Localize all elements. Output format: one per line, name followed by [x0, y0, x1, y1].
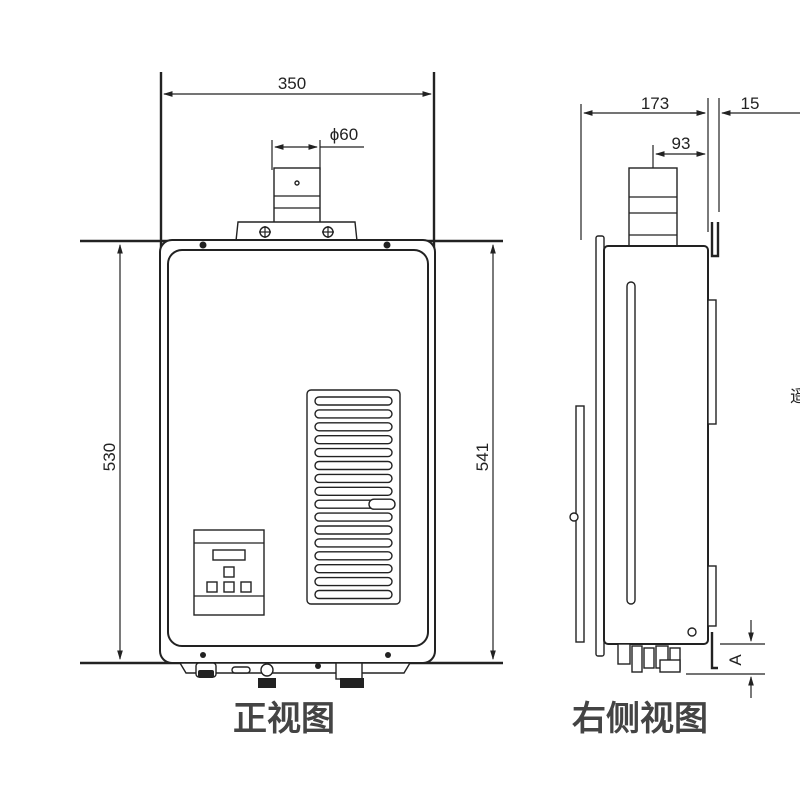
housing-screw-br — [385, 652, 391, 658]
height-right-dim-label: 541 — [473, 443, 492, 471]
vent-slot — [314, 486, 393, 496]
vent-slot — [314, 538, 393, 548]
flue-pipe — [273, 167, 321, 229]
vent-slot — [314, 576, 393, 587]
housing-screw-tl — [199, 241, 207, 249]
vent-slot — [314, 409, 393, 419]
connector-right — [335, 662, 363, 680]
display-screen — [212, 549, 246, 561]
side-panel-right — [707, 299, 717, 425]
vent-slot — [314, 589, 393, 600]
connector-dark-left — [258, 678, 276, 688]
side-slot — [626, 281, 636, 605]
mounting-bracket — [235, 221, 358, 242]
vent-slot — [314, 396, 393, 406]
front-view: 350 ϕ60 — [80, 72, 503, 739]
side-screw — [687, 627, 697, 637]
side-panel-left — [575, 405, 585, 643]
flue-pipe-dot — [294, 180, 300, 186]
vent-slot — [314, 551, 393, 561]
flue-offset-dim-label: 93 — [672, 134, 691, 153]
connector-left-cap — [198, 670, 214, 678]
flame-window — [368, 498, 396, 510]
side-flue-pipe — [628, 167, 678, 247]
vent-slot — [314, 564, 393, 574]
side-front-cover — [595, 235, 605, 657]
side-knob — [569, 512, 579, 522]
height-left-dim-label: 530 — [100, 443, 119, 471]
wall-hook-top — [710, 222, 720, 258]
depth-dim-label: 173 — [641, 94, 669, 113]
control-button-left — [206, 581, 218, 593]
vent-slot — [314, 460, 393, 471]
vent-slot — [314, 447, 393, 458]
vent-grille — [306, 389, 401, 605]
vent-slot — [314, 473, 393, 484]
gap-dim-label: 15 — [741, 94, 760, 113]
vent-slot — [314, 512, 393, 522]
side-housing — [603, 245, 709, 645]
control-button-center — [223, 581, 235, 593]
control-panel — [193, 529, 265, 616]
a-dim-label: A — [726, 654, 745, 666]
connector-dark-right — [340, 678, 364, 688]
side-view: 173 15 93 — [569, 94, 800, 739]
flue-dim-label: ϕ60 — [330, 125, 358, 144]
connector-dot — [315, 663, 321, 669]
housing-screw-bl — [200, 652, 206, 658]
bottom-connectors — [178, 662, 412, 688]
control-button-right — [240, 581, 252, 593]
side-bottom-fittings — [617, 643, 681, 673]
side-edge-text: 遥 — [790, 387, 800, 406]
control-button-top — [223, 566, 235, 578]
vent-slot — [314, 525, 393, 535]
side-panel-right-low — [707, 565, 717, 627]
connector-round — [260, 663, 274, 677]
wall-hook-bottom — [710, 632, 718, 670]
vent-slot — [314, 435, 393, 445]
side-view-caption: 右侧视图 — [572, 699, 708, 739]
connector-slot — [231, 666, 251, 674]
vent-slot — [314, 422, 393, 432]
housing-screw-tr — [383, 241, 391, 249]
width-dim-label: 350 — [278, 74, 306, 93]
front-view-caption: 正视图 — [233, 699, 335, 739]
